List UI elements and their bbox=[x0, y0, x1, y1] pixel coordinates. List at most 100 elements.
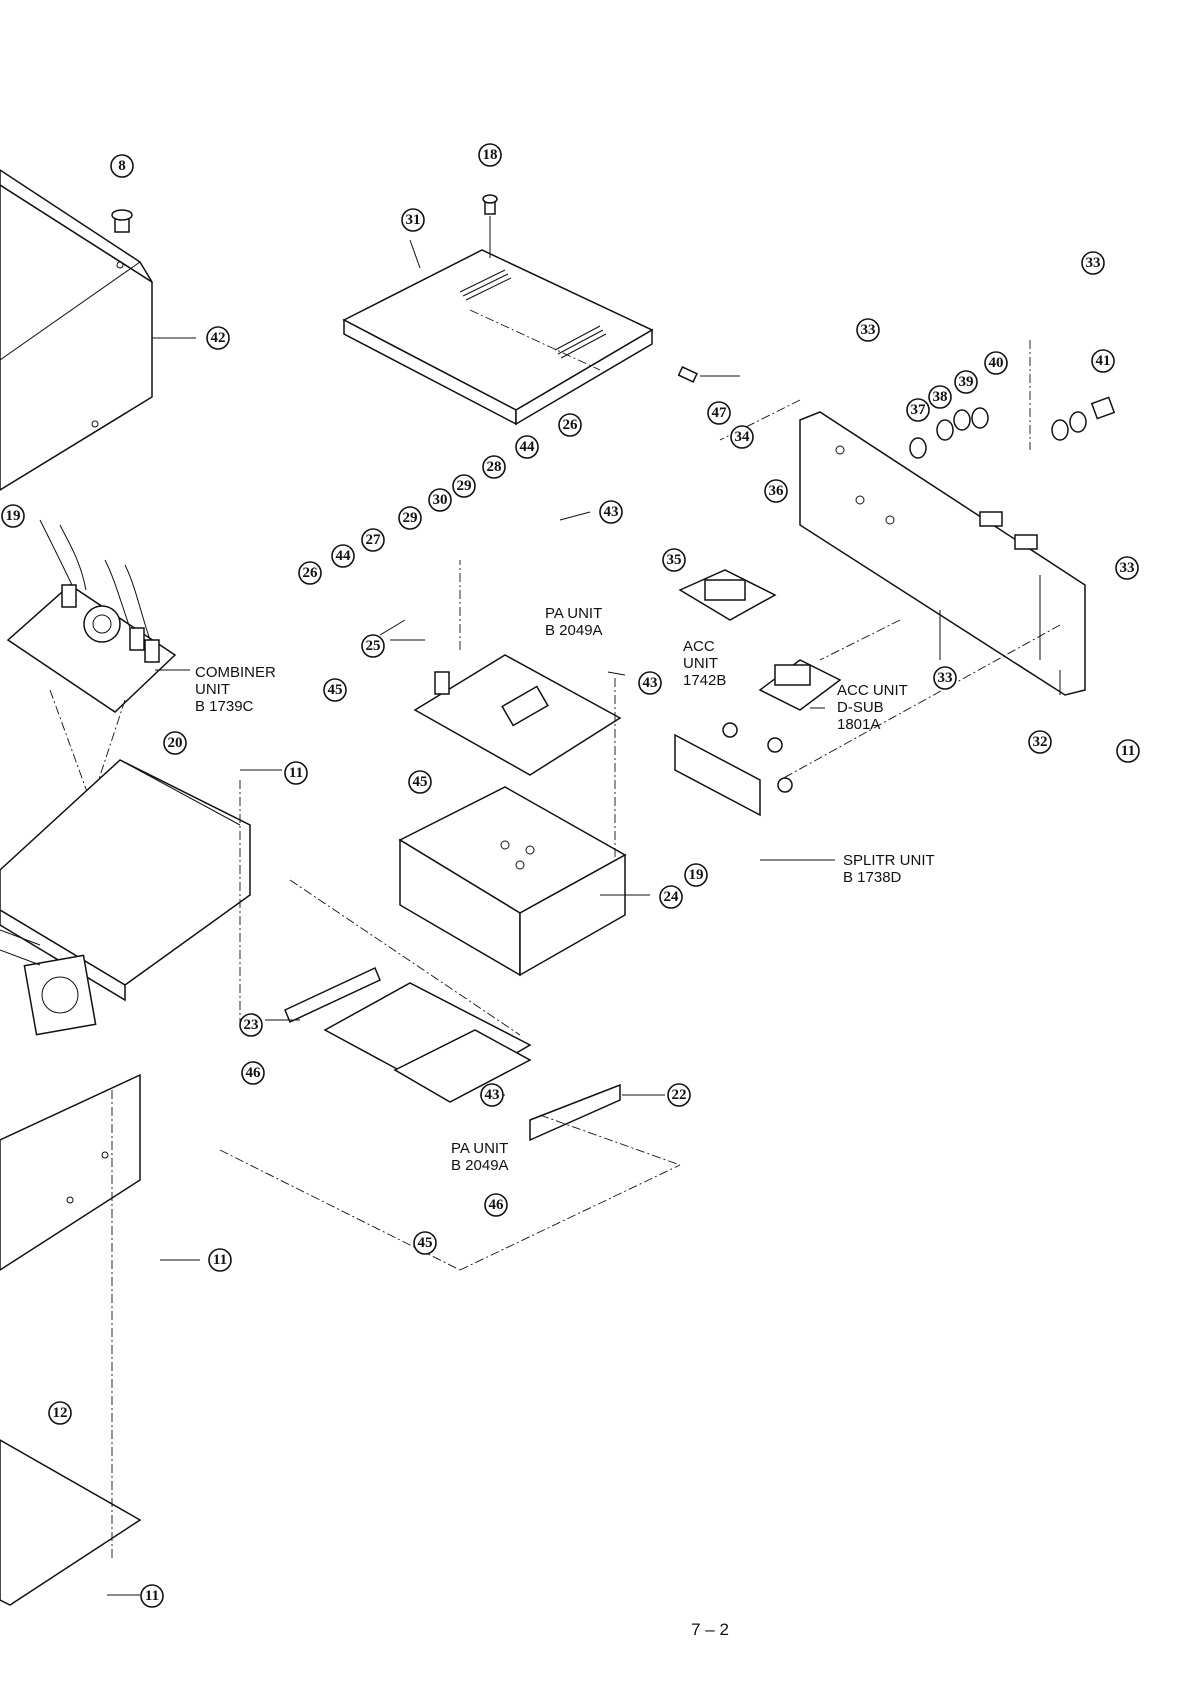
callout-32: 32 bbox=[1028, 730, 1052, 754]
callout-39: 39 bbox=[954, 370, 978, 394]
callout-19-a: 19 bbox=[1, 504, 25, 528]
top-cover bbox=[342, 249, 654, 426]
svg-text:46: 46 bbox=[246, 1065, 262, 1081]
bracket-23 bbox=[284, 966, 381, 1024]
callout-42: 42 bbox=[206, 326, 230, 350]
label-acc-unit-dsub: ACC UNIT D-SUB 1801A bbox=[837, 682, 908, 733]
svg-text:SPLITR UNIT: SPLITR UNIT bbox=[843, 852, 935, 869]
callout-11-d: 11 bbox=[1116, 739, 1140, 763]
callout-47: 47 bbox=[707, 401, 731, 425]
callout-33-a: 33 bbox=[1081, 251, 1105, 275]
svg-text:31: 31 bbox=[406, 212, 421, 228]
svg-text:38: 38 bbox=[933, 389, 948, 405]
label-pa-unit-upper: PA UNIT B 2049A bbox=[545, 605, 603, 639]
callout-40: 40 bbox=[984, 351, 1008, 375]
svg-text:D-SUB: D-SUB bbox=[837, 699, 884, 716]
svg-text:ACC UNIT: ACC UNIT bbox=[837, 682, 908, 699]
svg-text:29: 29 bbox=[403, 510, 418, 526]
callout-43-b: 43 bbox=[638, 671, 662, 695]
callout-46-b: 46 bbox=[484, 1193, 508, 1217]
svg-text:35: 35 bbox=[667, 552, 682, 568]
svg-text:PA UNIT: PA UNIT bbox=[545, 605, 602, 622]
svg-text:43: 43 bbox=[643, 675, 658, 691]
svg-text:19: 19 bbox=[6, 508, 21, 524]
svg-text:COMBINER: COMBINER bbox=[195, 664, 276, 681]
callout-29-b: 29 bbox=[398, 506, 422, 530]
callout-26-a: 26 bbox=[558, 413, 582, 437]
callout-43-a: 43 bbox=[599, 500, 623, 524]
callout-33-b: 33 bbox=[856, 318, 880, 342]
svg-text:28: 28 bbox=[487, 459, 502, 475]
svg-text:B 1738D: B 1738D bbox=[843, 869, 902, 886]
screw-18-top bbox=[482, 194, 498, 215]
svg-text:1742B: 1742B bbox=[683, 672, 726, 689]
callout-27: 27 bbox=[361, 528, 385, 552]
svg-text:20: 20 bbox=[168, 735, 183, 751]
acc-dsub-unit bbox=[758, 659, 842, 711]
svg-text:44: 44 bbox=[520, 439, 536, 455]
svg-text:43: 43 bbox=[604, 504, 619, 520]
svg-text:32: 32 bbox=[1033, 734, 1048, 750]
callout-33-d: 33 bbox=[933, 666, 957, 690]
page-number: 7 – 2 bbox=[691, 1620, 729, 1639]
svg-text:40: 40 bbox=[989, 355, 1004, 371]
svg-text:46: 46 bbox=[489, 1197, 505, 1213]
svg-text:36: 36 bbox=[769, 483, 785, 499]
svg-text:1801A: 1801A bbox=[837, 716, 880, 733]
svg-text:18: 18 bbox=[483, 147, 498, 163]
svg-text:26: 26 bbox=[303, 565, 319, 581]
screw-18-side bbox=[677, 365, 740, 383]
washers-row bbox=[909, 396, 1116, 459]
callout-43-c: 43 bbox=[480, 1083, 504, 1107]
svg-text:33: 33 bbox=[861, 322, 876, 338]
guide-lines bbox=[219, 340, 1061, 1271]
callout-44-a: 44 bbox=[515, 435, 539, 459]
callout-23: 23 bbox=[239, 1013, 263, 1037]
svg-text:UNIT: UNIT bbox=[195, 681, 230, 698]
svg-text:26: 26 bbox=[563, 417, 579, 433]
pa-unit-lower bbox=[323, 982, 532, 1103]
svg-text:11: 11 bbox=[1121, 743, 1135, 759]
callout-26-b: 26 bbox=[298, 561, 322, 585]
svg-text:B 2049A: B 2049A bbox=[545, 622, 603, 639]
acc-unit bbox=[678, 569, 777, 621]
screw-8 bbox=[111, 209, 133, 233]
svg-text:42: 42 bbox=[211, 330, 226, 346]
svg-text:45: 45 bbox=[413, 774, 428, 790]
callout-28: 28 bbox=[482, 455, 506, 479]
callout-37: 37 bbox=[906, 398, 930, 422]
bracket-22 bbox=[529, 1083, 621, 1142]
label-acc-unit: ACC UNIT 1742B bbox=[683, 638, 726, 689]
svg-text:29: 29 bbox=[457, 478, 472, 494]
callout-11-b: 11 bbox=[208, 1248, 232, 1272]
svg-text:33: 33 bbox=[1086, 255, 1101, 271]
svg-text:11: 11 bbox=[213, 1252, 227, 1268]
callout-36: 36 bbox=[764, 479, 788, 503]
callout-35: 35 bbox=[662, 548, 686, 572]
callout-45-c: 45 bbox=[413, 1231, 437, 1255]
svg-text:12: 12 bbox=[53, 1405, 68, 1421]
svg-text:UNIT: UNIT bbox=[683, 655, 718, 672]
svg-text:11: 11 bbox=[145, 1588, 159, 1604]
combiner-unit bbox=[6, 519, 177, 801]
svg-text:25: 25 bbox=[366, 638, 381, 654]
callout-20: 20 bbox=[163, 731, 187, 755]
callout-18-top: 18 bbox=[478, 143, 502, 167]
label-splitr-unit: SPLITR UNIT B 1738D bbox=[843, 852, 935, 886]
callout-45-a: 45 bbox=[323, 678, 347, 702]
chassis-cover bbox=[0, 169, 153, 491]
callout-41: 41 bbox=[1091, 349, 1115, 373]
svg-text:B 1739C: B 1739C bbox=[195, 698, 254, 715]
callout-29-a: 29 bbox=[452, 474, 476, 498]
callout-34: 34 bbox=[730, 425, 754, 449]
svg-text:33: 33 bbox=[1120, 560, 1135, 576]
callout-8: 8 bbox=[110, 154, 134, 178]
svg-text:37: 37 bbox=[911, 402, 927, 418]
callout-45-b: 45 bbox=[408, 770, 432, 794]
side-panel bbox=[0, 1073, 141, 1271]
bottom-plate bbox=[0, 1090, 142, 1606]
lower-box-20 bbox=[0, 759, 251, 1036]
svg-text:34: 34 bbox=[735, 429, 751, 445]
svg-text:30: 30 bbox=[433, 492, 448, 508]
